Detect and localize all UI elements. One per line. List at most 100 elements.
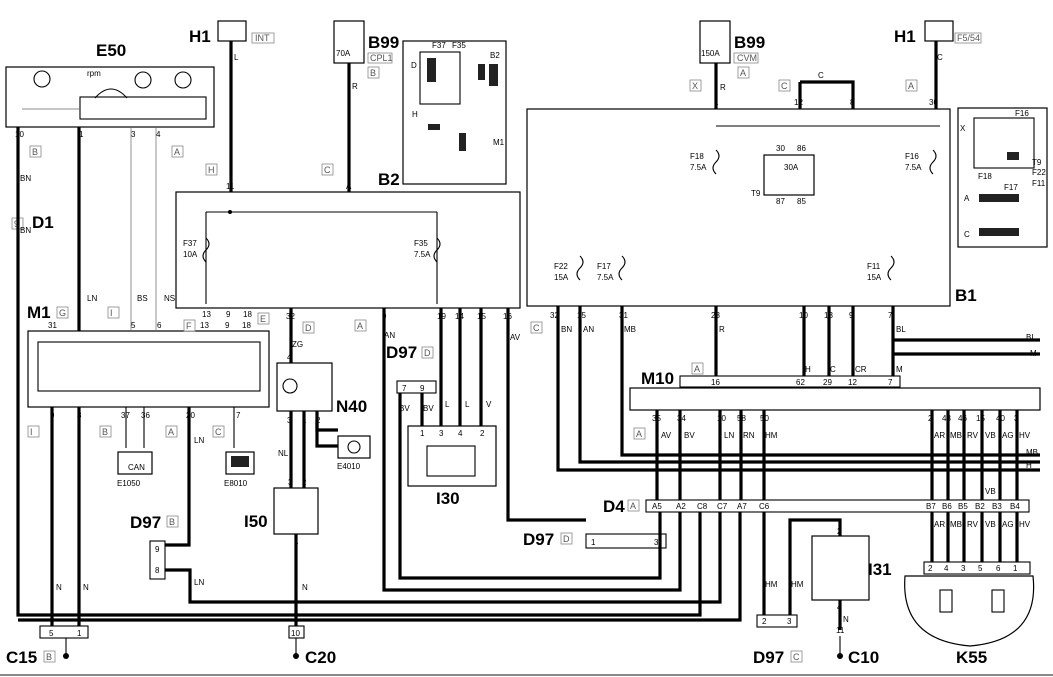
i30-relay: I30 [407,425,497,508]
svg-text:5: 5 [49,629,54,638]
svg-text:HM: HM [791,580,804,589]
svg-text:E: E [260,314,266,324]
svg-text:3: 3 [787,617,792,626]
svg-text:30: 30 [929,98,938,107]
svg-text:D: D [411,61,417,70]
svg-text:I31: I31 [868,560,892,579]
svg-text:A: A [694,364,700,374]
svg-text:C10: C10 [848,648,879,667]
svg-text:31: 31 [48,321,57,330]
b1-fuse-box: B1 F18 7.5A F16 7.5A F22 15A F17 7.5A F1… [526,108,977,307]
b2-fuse-box: B2 F37 10A F35 7.5A [175,170,521,309]
svg-text:10: 10 [717,414,726,423]
svg-text:A: A [174,147,180,157]
svg-text:87: 87 [776,197,785,206]
svg-text:7.5A: 7.5A [597,273,614,282]
svg-text:LN: LN [194,436,204,445]
svg-text:15: 15 [577,311,586,320]
svg-text:29: 29 [823,378,832,387]
svg-text:RV: RV [967,431,979,440]
svg-text:1: 1 [79,130,84,139]
svg-text:18: 18 [243,310,252,319]
b99-battery-left: B99 70A CPL1 B R [333,20,399,91]
svg-text:B7: B7 [926,502,936,511]
svg-text:C: C [533,323,540,333]
svg-text:C: C [964,230,970,239]
svg-text:E8010: E8010 [224,479,248,488]
svg-text:85: 85 [797,197,806,206]
svg-text:L: L [465,400,470,409]
svg-text:AR: AR [934,520,945,529]
svg-text:BN: BN [20,174,31,183]
svg-text:HV: HV [1019,520,1031,529]
svg-text:B5: B5 [958,502,968,511]
svg-text:AN: AN [583,325,594,334]
svg-text:F35: F35 [452,41,466,50]
svg-text:C: C [937,53,943,62]
svg-text:X: X [960,124,966,133]
i50-switch: I50 [244,487,319,535]
svg-text:I: I [110,308,113,318]
svg-text:F18: F18 [978,172,992,181]
svg-text:150A: 150A [701,49,720,58]
svg-text:12: 12 [848,378,857,387]
svg-text:2: 2 [928,564,933,573]
svg-text:11: 11 [836,626,845,635]
svg-text:H1: H1 [894,27,916,46]
svg-text:CAN: CAN [128,463,145,472]
svg-text:A: A [964,194,970,203]
svg-text:NS: NS [164,294,175,303]
svg-text:D97: D97 [386,343,417,362]
e50-label: E50 [96,41,126,60]
svg-text:VB: VB [985,487,996,496]
svg-text:62: 62 [796,378,805,387]
svg-text:B: B [169,517,175,527]
svg-text:A: A [357,321,363,331]
svg-text:31: 31 [619,311,628,320]
svg-text:7: 7 [402,384,407,393]
svg-text:T9: T9 [751,189,761,198]
svg-text:AG: AG [1002,431,1014,440]
k55-sensor: K55 [904,561,1035,667]
rpm-label: rpm [87,69,101,78]
svg-text:F35: F35 [414,239,428,248]
svg-text:D: D [563,534,570,544]
svg-text:F11: F11 [867,262,881,271]
svg-text:13: 13 [200,321,209,330]
svg-text:1: 1 [591,538,596,547]
svg-text:VB: VB [985,520,996,529]
svg-text:10A: 10A [183,250,198,259]
svg-text:9: 9 [155,545,160,554]
svg-text:6: 6 [157,321,162,330]
svg-text:86: 86 [797,144,806,153]
svg-text:M1: M1 [493,138,505,147]
svg-text:7.5A: 7.5A [905,163,922,172]
m1-module: M1 [27,303,270,408]
svg-text:MB: MB [950,431,962,440]
svg-text:BL: BL [896,325,906,334]
svg-text:B4: B4 [1010,502,1020,511]
svg-text:F18: F18 [690,152,704,161]
svg-text:HM: HM [765,580,778,589]
svg-text:F17: F17 [1004,183,1018,192]
svg-text:30: 30 [776,144,785,153]
svg-text:AN: AN [384,331,395,340]
svg-text:C20: C20 [305,648,336,667]
svg-text:M1: M1 [27,303,51,322]
svg-text:B99: B99 [368,33,399,52]
svg-text:M10: M10 [641,369,674,388]
svg-text:B: B [370,68,376,78]
svg-text:7: 7 [236,411,241,420]
svg-text:A: A [740,68,746,78]
svg-text:3: 3 [439,429,444,438]
svg-text:N: N [83,583,89,592]
svg-text:C7: C7 [717,502,728,511]
svg-text:R: R [719,325,725,334]
svg-text:D97: D97 [130,513,161,532]
svg-text:5: 5 [131,321,136,330]
svg-text:10: 10 [15,130,24,139]
svg-text:N: N [843,615,849,624]
svg-text:B6: B6 [942,502,952,511]
b99-battery-right: B99 150A CVM A X R [689,20,765,92]
svg-text:K55: K55 [956,648,987,667]
